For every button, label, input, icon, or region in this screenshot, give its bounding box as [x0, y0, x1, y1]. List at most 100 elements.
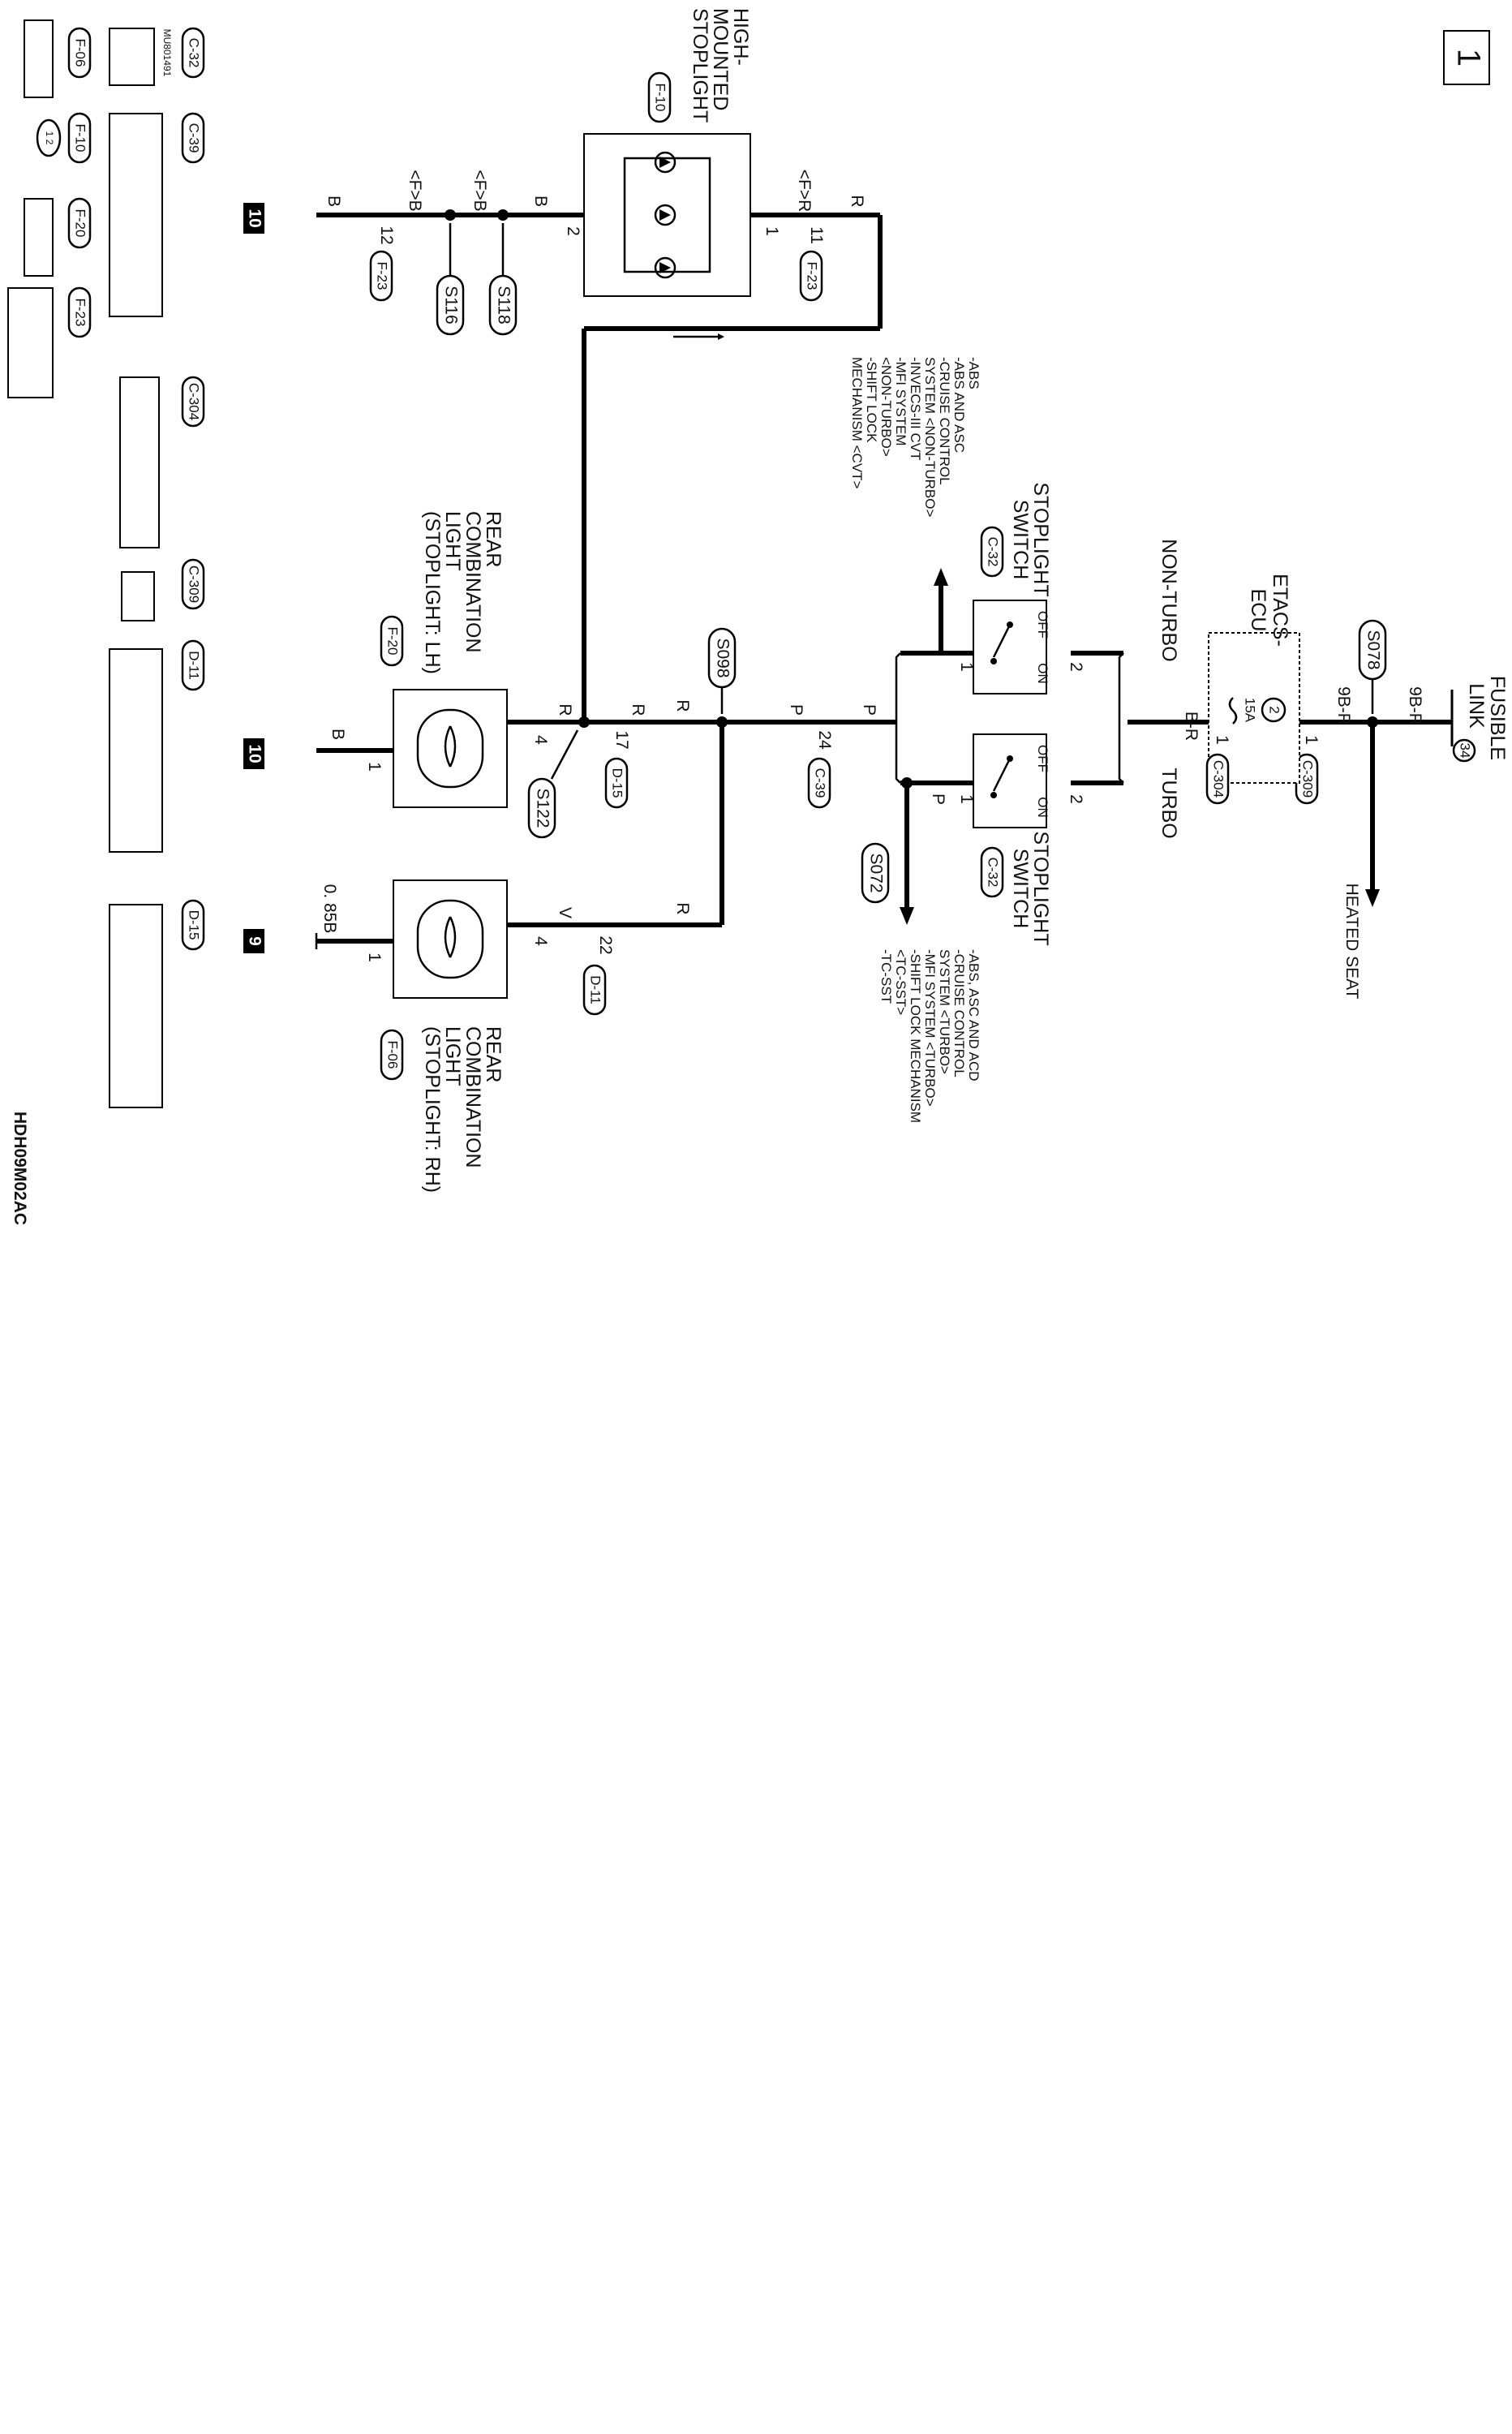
wire-label-9br-a: 9B-R [1406, 686, 1424, 725]
connector-c32-b: C-32 [986, 858, 1001, 888]
connector-d11-tag [582, 964, 607, 1016]
connector-f20: F-20 [385, 627, 401, 656]
legend-c32-part: MU801491 [161, 29, 173, 77]
hm-name-line: STOPLIGHT [689, 8, 711, 123]
hm-led-frame [623, 157, 711, 273]
switch-nt-title-1: STOPLIGHT [1029, 482, 1052, 596]
rcl-rh-name-line: REAR [482, 1026, 505, 1082]
connector-f10-tag [647, 71, 672, 123]
arrow-turbo-branch [900, 907, 914, 925]
legend-d15-tag [181, 899, 205, 951]
switch-nt-off: OFF [1035, 611, 1050, 639]
connector-legend: C-32 MU801491 C-39 C-304 C-309 D-11 D-15… [7, 19, 205, 1108]
pin-rcl-rh: 4 [531, 936, 550, 946]
splice-dot-s116 [445, 209, 456, 221]
wire-label-b-b: B [531, 196, 550, 207]
connector-c32-b-tag [980, 846, 1004, 898]
wire-label-b-c: B [324, 196, 343, 207]
legend-f20-tag [67, 197, 92, 249]
splice-s116: S116 [441, 286, 460, 325]
notes-t-line: <TC-SST> [893, 949, 908, 1015]
ground-tag-10-b-box [243, 738, 264, 769]
ground-tag-9-box [243, 929, 264, 953]
notes-nt-line: -SHIFT LOCK [864, 357, 879, 443]
led-icon-2 [654, 204, 677, 226]
connector-f06-tag [380, 1029, 404, 1081]
ground-tag-9: 9 [245, 936, 264, 946]
legend-f06-grid [24, 19, 54, 98]
switch-nt-on: ON [1035, 663, 1050, 684]
wire-label-r-b: R [673, 902, 692, 914]
switch-nt-blade [992, 624, 1012, 658]
rcl-rh-bulb-icon [416, 899, 484, 979]
wire-label-9br-b: 9B-R [1334, 686, 1353, 725]
switch-t-blade [992, 758, 1012, 792]
led-diode-3 [659, 262, 671, 273]
notes-t-line: -SHIFT LOCK MECHANISM [908, 949, 923, 1123]
rcl-lh-filament [444, 725, 457, 768]
fuse-number: 2 [1267, 706, 1282, 713]
legend-f10: F-10 [73, 124, 88, 153]
notes-t-line: -MFI SYSTEM <TURBO> [922, 949, 938, 1107]
pin-c39: 24 [815, 730, 834, 750]
connector-f23-a: F-23 [805, 262, 820, 290]
splice-s116-tag [436, 274, 465, 336]
connector-c304-tag [1205, 753, 1230, 805]
led-icon-3 [654, 256, 677, 279]
wire-label-r-hm: R [848, 195, 866, 207]
connector-f23-a-tag [799, 250, 823, 302]
splice-s098: S098 [713, 638, 732, 677]
wire-label-085b: 0. 85B [320, 884, 339, 934]
legend-c309: C-309 [187, 565, 202, 603]
variant-bracket-top [1118, 652, 1124, 784]
switch-nt-contact-b [990, 658, 997, 664]
legend-c39-tag [181, 112, 205, 164]
legend-c304-grid [119, 376, 160, 548]
pin-c304: 1 [1213, 735, 1231, 745]
legend-d11-grid [109, 648, 163, 853]
wire-label-b-a: B [329, 729, 347, 740]
rcl-rh-name-line: (STOPLIGHT: RH) [421, 1026, 444, 1193]
pin-gnd-rh: 1 [365, 953, 384, 962]
wire-label-r-a: R [673, 699, 692, 712]
fusible-link-label-2: LINK [1465, 683, 1488, 729]
notes-t-line: -ABS, ASC AND ACD [966, 949, 982, 1082]
splice-s118: S118 [494, 286, 513, 325]
switch-t-pin1: 1 [957, 794, 976, 804]
flow-arrow-head [718, 333, 724, 340]
connector-f23-b: F-23 [375, 262, 390, 290]
legend-c32-tag [181, 27, 205, 79]
diagram-code: HDH09M02AC [11, 1112, 29, 1225]
pin-d11: 22 [596, 935, 615, 954]
legend-d15-grid [109, 904, 163, 1108]
legend-d11-tag [181, 639, 205, 691]
switch-t-title-1: STOPLIGHT [1029, 831, 1052, 945]
stoplight-switch-t-box [973, 733, 1047, 828]
splice-dot-s118 [497, 209, 509, 221]
page-number-box [1443, 30, 1490, 85]
fuse-amp: 15A [1243, 698, 1258, 723]
rcl-rh-name-line: COMBINATION [462, 1026, 484, 1168]
notes-t-line: SYSTEM <TURBO> [937, 949, 952, 1074]
connector-c32-a-tag [980, 526, 1004, 578]
legend-f23-grid [7, 287, 54, 398]
legend-d15: D-15 [187, 910, 202, 940]
led-diode-2 [659, 209, 671, 221]
switch-t-off: OFF [1035, 745, 1050, 772]
legend-f10-shape [36, 118, 62, 157]
etacs-name-2: ECU [1247, 589, 1269, 632]
wire-label-fb-a: <F>B [470, 170, 489, 211]
etacs-name-1: ETACS- [1269, 574, 1291, 647]
fuse-number-circle [1261, 697, 1286, 723]
wire-label-br: B-R [1182, 712, 1201, 741]
legend-d11: D-11 [187, 651, 202, 680]
splice-s122-tag [527, 777, 556, 839]
switch-t-contact-a [1007, 755, 1013, 762]
legend-f06: F-06 [73, 39, 88, 67]
switch-t-contact-b [990, 792, 997, 798]
switch-nt-pin1: 1 [957, 662, 976, 672]
hm-name-line: HIGH- [729, 8, 752, 66]
rcl-lh-name-line: (STOPLIGHT: LH) [421, 511, 444, 674]
splice-s078: S078 [1364, 630, 1382, 669]
